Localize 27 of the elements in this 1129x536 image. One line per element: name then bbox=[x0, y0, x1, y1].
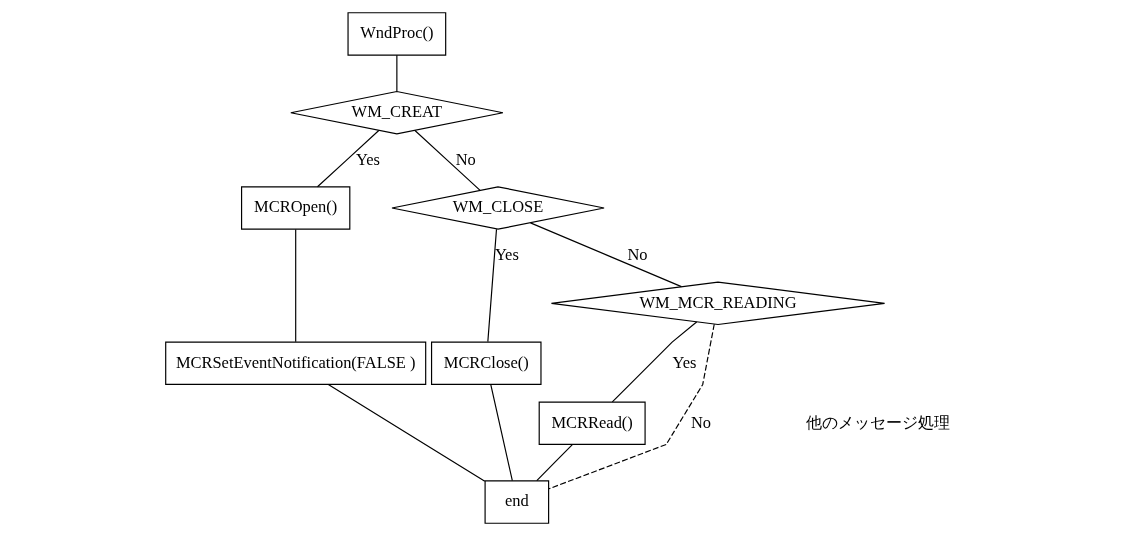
node-box: MCRSetEventNotification(FALSE ) bbox=[165, 341, 427, 386]
node-diamond: WM_CLOSE bbox=[391, 186, 605, 230]
node-diamond: WM_CREAT bbox=[290, 90, 504, 135]
connector bbox=[536, 443, 573, 482]
edge-label: Yes bbox=[494, 245, 519, 264]
node-box: MCRRead() bbox=[538, 401, 646, 446]
node-diamond: WM_MCR_READING bbox=[550, 281, 886, 326]
connector bbox=[548, 323, 715, 490]
edge-label: No bbox=[627, 245, 648, 264]
edge-label: No bbox=[690, 412, 712, 432]
connector bbox=[414, 129, 481, 191]
connector bbox=[529, 222, 682, 288]
node-box: WndProc() bbox=[347, 12, 447, 56]
edge-label: Yes bbox=[672, 352, 697, 372]
connector bbox=[316, 129, 380, 188]
connector bbox=[396, 54, 398, 92]
node-box: MCROpen() bbox=[241, 186, 351, 230]
connector bbox=[611, 321, 698, 403]
edge-label: No bbox=[455, 149, 476, 169]
connector bbox=[487, 228, 498, 343]
connector bbox=[295, 228, 297, 343]
node-box: MCRClose() bbox=[431, 341, 542, 386]
edge-label: Yes bbox=[356, 149, 381, 169]
node-box: end bbox=[484, 480, 550, 524]
label: 他のメッセージ処理 bbox=[806, 412, 951, 432]
connector bbox=[490, 384, 513, 482]
connector bbox=[327, 384, 486, 482]
